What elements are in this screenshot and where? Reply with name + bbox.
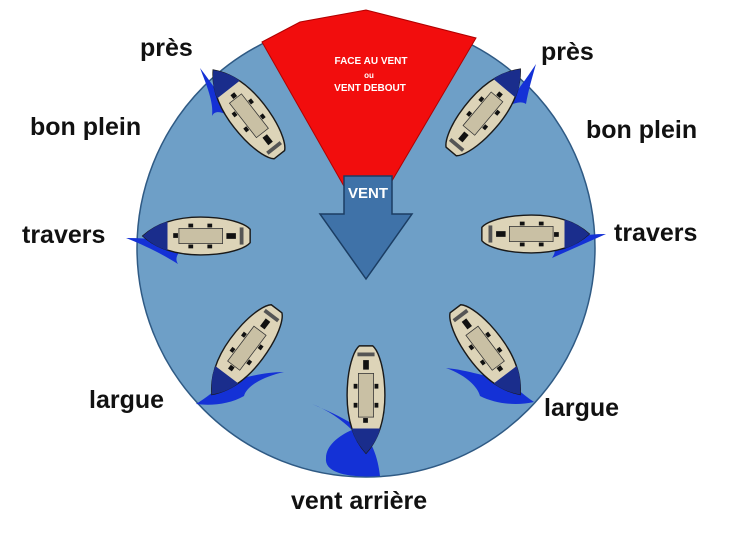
label-bon-plein-right: bon plein <box>586 116 697 144</box>
label-pres-left: près <box>140 34 193 62</box>
wind-label: VENT <box>348 185 388 202</box>
label-travers-left: travers <box>22 221 105 249</box>
label-bon-plein-left: bon plein <box>30 113 141 141</box>
no-go-zone-subtitle: VENT DEBOUT <box>334 83 406 94</box>
wind-arrow <box>318 175 414 281</box>
label-largue-left: largue <box>89 386 164 414</box>
label-vent-arriere: vent arrière <box>291 487 427 515</box>
sail-pres-right <box>500 64 536 110</box>
no-go-zone-or: ou <box>364 71 374 80</box>
label-largue-right: largue <box>544 394 619 422</box>
sail-vent-arriere <box>312 404 380 477</box>
label-pres-right: près <box>541 38 594 66</box>
label-travers-right: travers <box>614 219 697 247</box>
sail-largue-left <box>196 372 284 405</box>
sail-largue-right <box>446 368 534 404</box>
no-go-zone-title: FACE AU VENT <box>335 56 408 67</box>
